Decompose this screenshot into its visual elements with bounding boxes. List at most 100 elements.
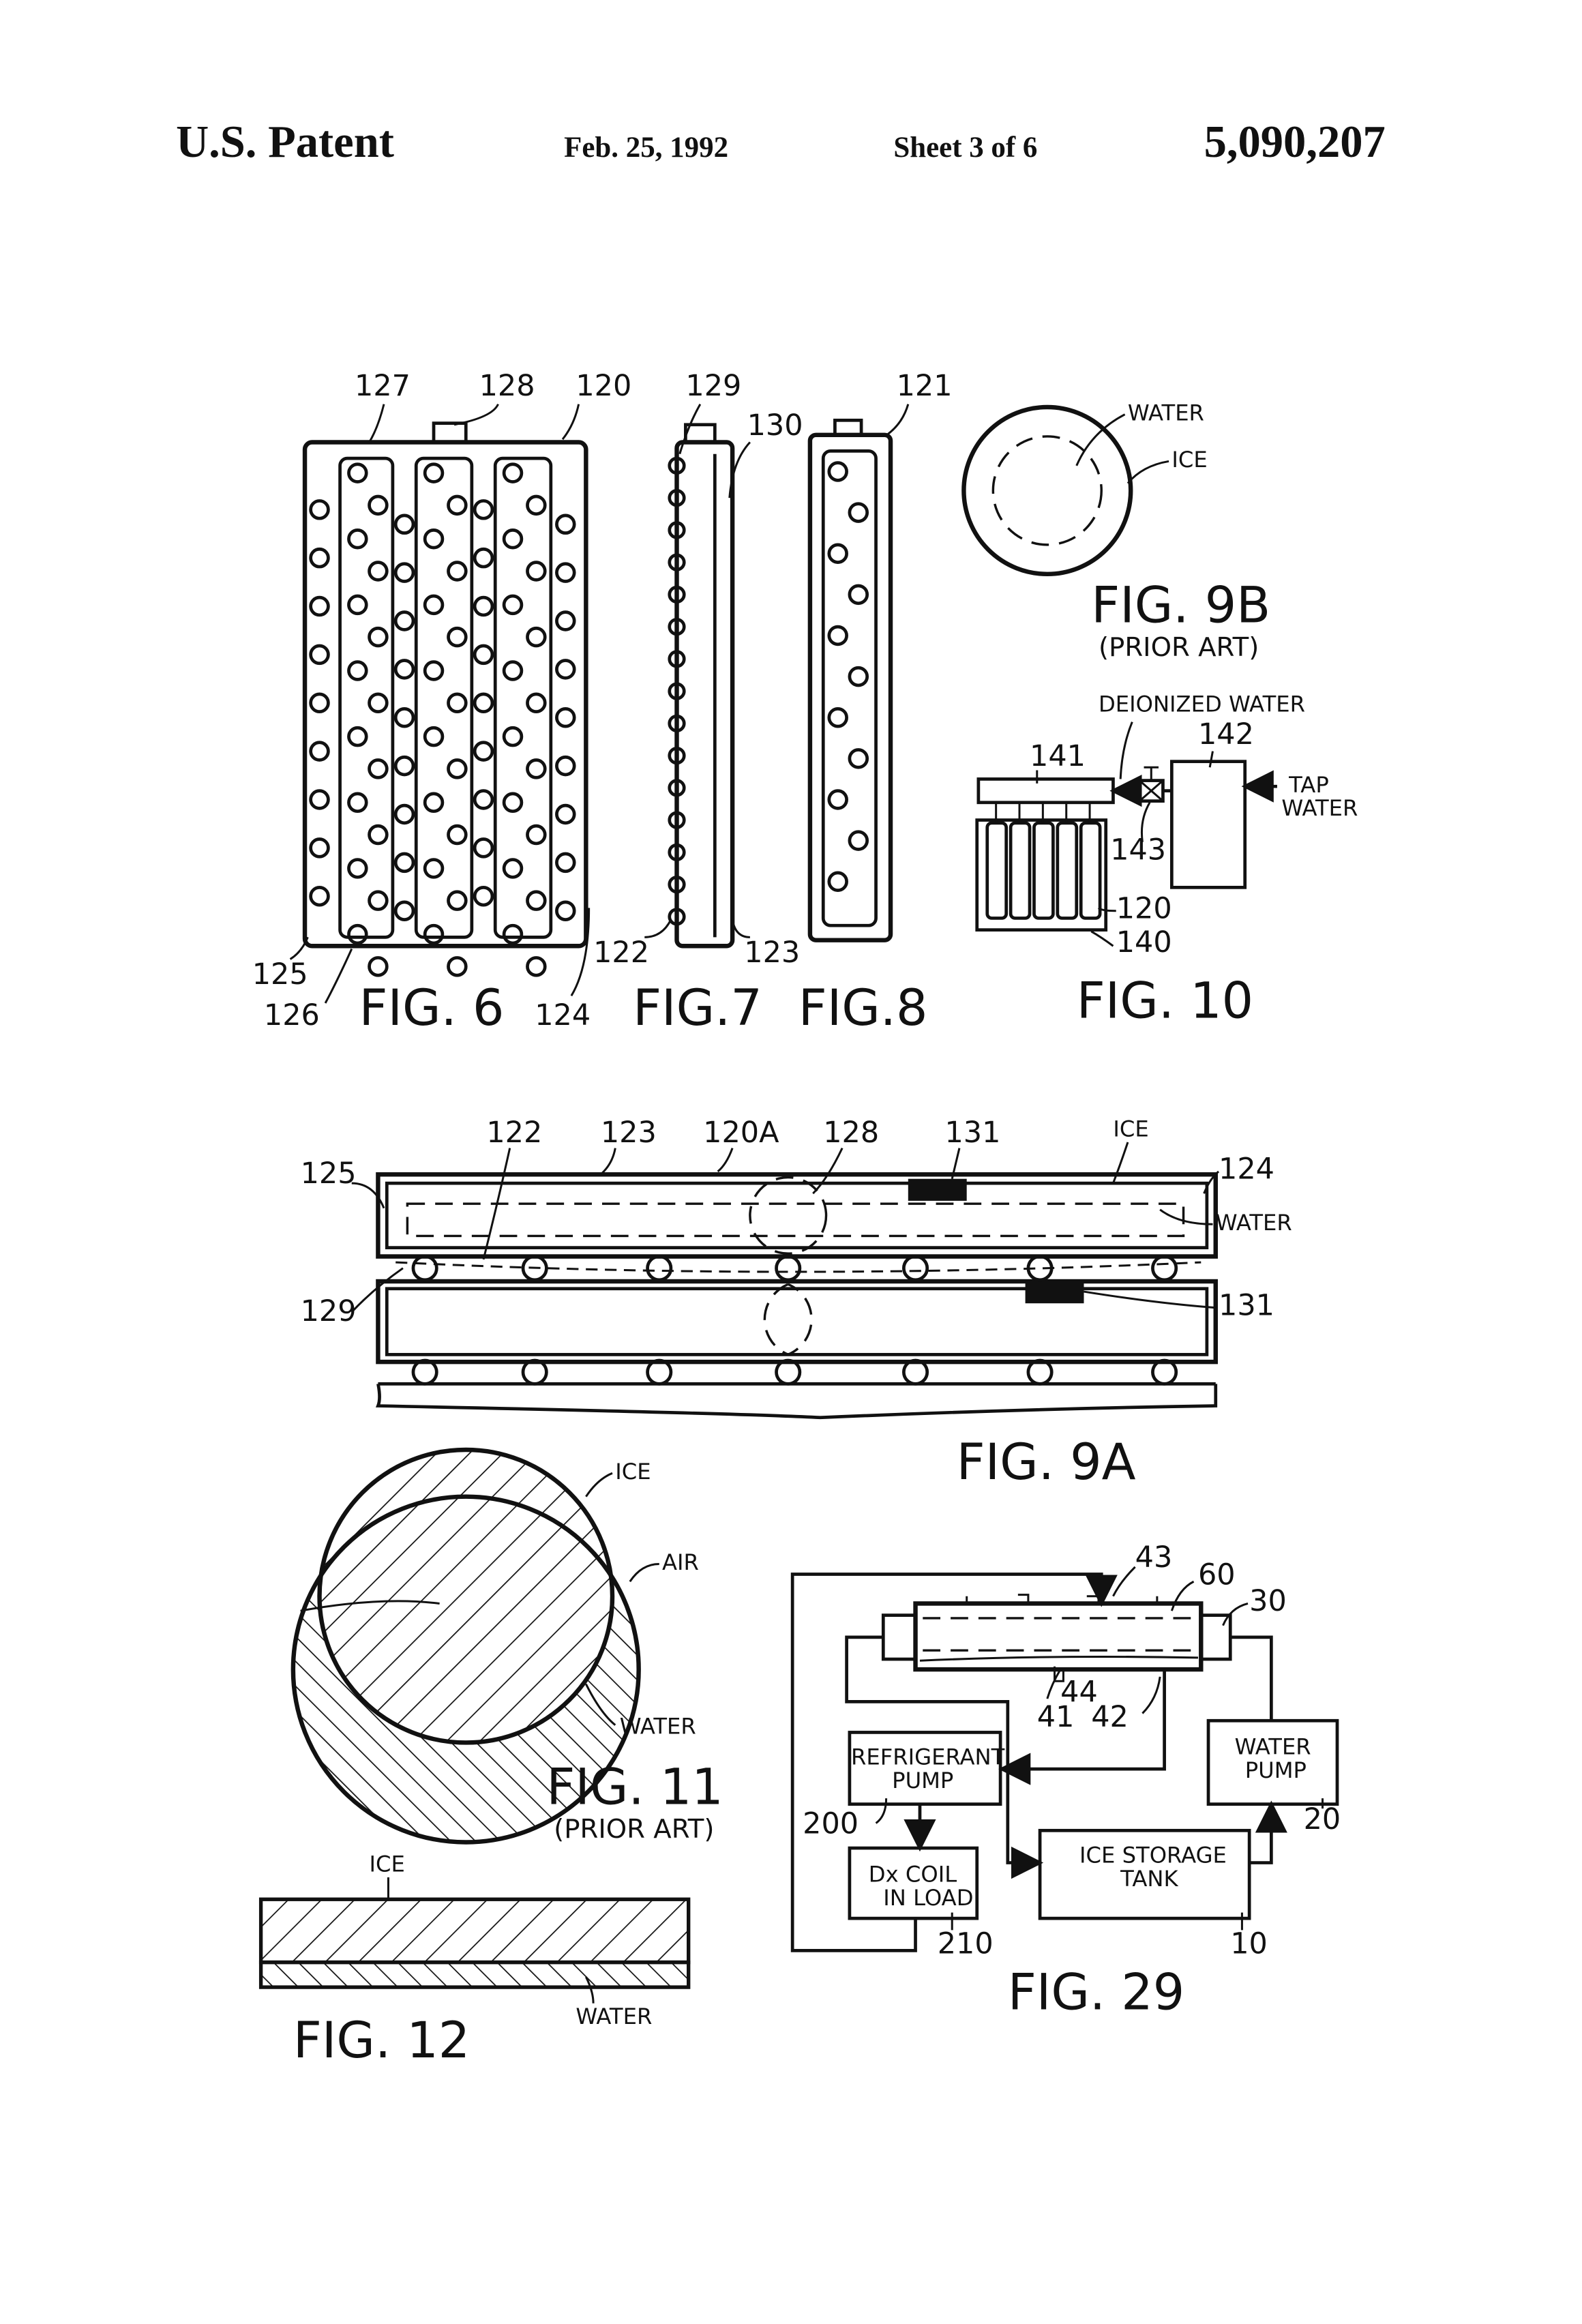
ref-125: 125 bbox=[252, 957, 308, 992]
hole bbox=[475, 501, 492, 518]
hole bbox=[348, 464, 366, 482]
fig11: ICE AIR WATER FIG. 11 (PRIOR ART) bbox=[286, 1450, 723, 1845]
hole bbox=[556, 612, 574, 630]
hole bbox=[504, 464, 522, 482]
hole bbox=[556, 757, 574, 775]
hole bbox=[556, 660, 574, 678]
hole bbox=[311, 743, 329, 760]
hole bbox=[395, 709, 413, 726]
ref-10: 10 bbox=[1230, 1927, 1268, 1961]
ref-124: 124 bbox=[535, 998, 591, 1032]
hole bbox=[348, 662, 366, 680]
hole bbox=[395, 854, 413, 872]
ref-30: 30 bbox=[1249, 1584, 1287, 1618]
water-pump-line2: PUMP bbox=[1245, 1757, 1307, 1783]
hole bbox=[448, 892, 466, 910]
ref-122: 122 bbox=[593, 936, 649, 970]
refrigerant-pump-line2: PUMP bbox=[892, 1768, 953, 1793]
ice-storage-tank-line1: ICE STORAGE bbox=[1079, 1843, 1227, 1868]
fig7: 129 130 122 123 FIG.7 bbox=[593, 369, 803, 1037]
water-label: WATER bbox=[1128, 400, 1204, 426]
ref-123: 123 bbox=[744, 936, 800, 970]
hole bbox=[311, 501, 329, 518]
ref-125: 125 bbox=[301, 1157, 357, 1191]
ref-129: 129 bbox=[301, 1294, 357, 1328]
hole bbox=[850, 504, 867, 522]
hole bbox=[448, 694, 466, 712]
hole bbox=[425, 860, 443, 878]
hole bbox=[504, 925, 522, 943]
hole bbox=[504, 794, 522, 811]
fig8: 121 FIG.8 bbox=[799, 369, 953, 1037]
bump bbox=[1152, 1257, 1176, 1280]
ref-120A: 120A bbox=[703, 1116, 779, 1150]
hole bbox=[527, 563, 545, 580]
hole bbox=[311, 839, 329, 856]
water-label: WATER bbox=[576, 2003, 652, 2029]
prior-art-note: (PRIOR ART) bbox=[554, 1814, 714, 1845]
ice-cylinder bbox=[1058, 823, 1077, 919]
patent-label: U.S. Patent bbox=[176, 117, 394, 167]
hole bbox=[395, 805, 413, 823]
dx-coil-line2: IN LOAD bbox=[883, 1885, 973, 1911]
ice-cylinder bbox=[1034, 823, 1053, 919]
hole bbox=[311, 597, 329, 615]
ref-200: 200 bbox=[803, 1807, 859, 1841]
air-label: AIR bbox=[662, 1549, 699, 1575]
hole bbox=[829, 463, 847, 481]
ref-141: 141 bbox=[1030, 739, 1086, 773]
hole bbox=[850, 668, 867, 685]
hole bbox=[527, 957, 545, 975]
hole bbox=[475, 743, 492, 760]
ice-label: ICE bbox=[1113, 1116, 1148, 1142]
ice-storage-tank-line2: TANK bbox=[1120, 1866, 1178, 1892]
hole bbox=[556, 709, 574, 726]
ref-128: 128 bbox=[479, 369, 535, 403]
fig12: ICE WATER FIG. 12 bbox=[261, 1851, 689, 2070]
hole bbox=[556, 805, 574, 823]
hole bbox=[475, 694, 492, 712]
ref-120: 120 bbox=[576, 369, 631, 403]
hole bbox=[829, 545, 847, 563]
hole bbox=[425, 530, 443, 548]
ref-127: 127 bbox=[355, 369, 411, 403]
hole bbox=[475, 597, 492, 615]
hole bbox=[311, 694, 329, 712]
hole bbox=[448, 826, 466, 844]
ice-label: ICE bbox=[615, 1459, 651, 1485]
header: U.S. Patent Feb. 25, 1992 Sheet 3 of 6 5… bbox=[176, 117, 1386, 167]
fig9b: WATER ICE FIG. 9B (PRIOR ART) bbox=[964, 400, 1270, 663]
fig9a-bumps bbox=[413, 1257, 1176, 1384]
hole bbox=[475, 646, 492, 664]
hole bbox=[504, 596, 522, 614]
hole bbox=[370, 826, 387, 844]
hole bbox=[829, 709, 847, 726]
bump bbox=[904, 1257, 927, 1280]
hole bbox=[348, 794, 366, 811]
water-label: WATER bbox=[1216, 1210, 1292, 1236]
hole bbox=[348, 925, 366, 943]
fig6-holes bbox=[311, 464, 575, 975]
hole bbox=[348, 596, 366, 614]
ref-131: 131 bbox=[944, 1116, 1000, 1150]
ref-140: 140 bbox=[1116, 925, 1172, 959]
water-pump-line1: WATER bbox=[1235, 1734, 1311, 1760]
patent-number: 5,090,207 bbox=[1204, 117, 1386, 167]
hole bbox=[395, 660, 413, 678]
hole bbox=[370, 892, 387, 910]
ref-121: 121 bbox=[897, 369, 953, 403]
deionized-water-label: DEIONIZED WATER bbox=[1099, 691, 1305, 717]
fig9a-title: FIG. 9A bbox=[957, 1433, 1136, 1491]
fig6-title: FIG. 6 bbox=[359, 979, 505, 1037]
hole bbox=[395, 757, 413, 775]
tap-water-label: WATER bbox=[1281, 795, 1358, 821]
ref-124: 124 bbox=[1219, 1152, 1274, 1187]
ref-128: 128 bbox=[823, 1116, 879, 1150]
hole bbox=[527, 694, 545, 712]
ref-60: 60 bbox=[1198, 1558, 1236, 1592]
hole bbox=[448, 563, 466, 580]
fig29: REFRIGERANT PUMP Dx COIL IN LOAD ICE STO… bbox=[792, 1540, 1341, 2022]
ice-label: ICE bbox=[1171, 447, 1207, 473]
hole bbox=[370, 628, 387, 646]
hole bbox=[425, 596, 443, 614]
